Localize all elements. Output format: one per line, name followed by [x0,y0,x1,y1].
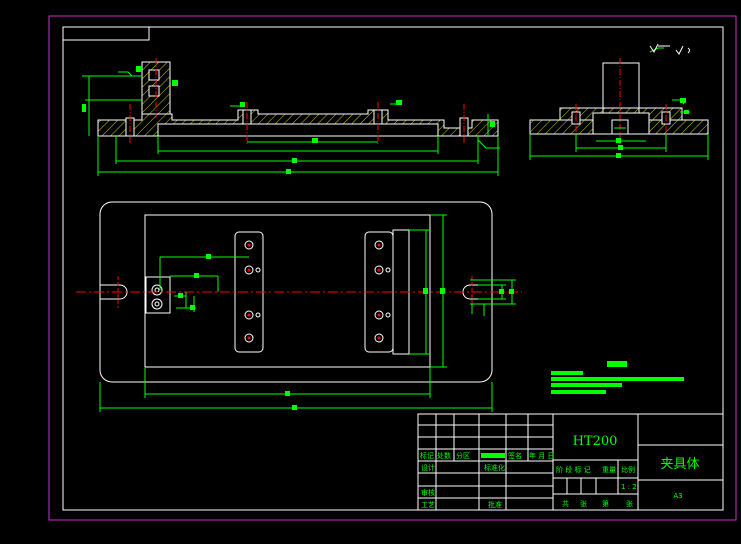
label-date: 年 月 日 [529,451,554,460]
label-signature: 签名 [508,451,522,460]
scale-value: 1 : 2 [621,483,637,491]
label-review: 审核 [421,488,435,497]
title-block-signature-fill [481,453,505,458]
side-view-dimensions [529,47,709,160]
label-sheet-word-2: 张 [626,499,633,508]
technical-notes [551,361,684,394]
label-design: 设计 [421,463,435,472]
side-view-dimension-marks [616,98,689,158]
drawing-frame [62,26,724,511]
drawing-number-box [62,26,150,41]
label-weight: 重量 [602,466,616,474]
front-view-dimension-marks [82,66,495,174]
label-sheet-word-1: 张 [580,499,587,508]
roughness-symbol-corner [649,43,690,55]
label-sheet-no: 第 [602,499,609,508]
label-stage-mark: 阶 段 标 记 [556,465,591,474]
title-block [417,413,724,511]
part-name-text: 夹具体 [660,457,699,472]
label-process: 工艺 [421,501,435,509]
label-zone: 分区 [456,451,470,460]
label-approve: 批准 [488,500,502,509]
sheet-size-text: A3 [673,492,682,500]
label-mark: 标记 [420,451,434,460]
label-count: 处数 [437,451,451,460]
label-standardize: 标准化 [484,463,505,472]
plan-view-dimension-marks [178,254,514,410]
material-text: HT200 [573,434,618,449]
label-scale: 比例 [621,465,635,474]
sheet-border [48,15,737,521]
plan-view-hole-centers [247,243,381,340]
plan-view-holes [244,240,391,343]
title-block-text: 标记 处数 分区 签名 年 月 日 设计 标准化 审核 工艺 批准 阶 段 标 … [420,451,637,509]
side-section-view [529,58,709,144]
label-sheets-total: 共 [562,499,569,508]
front-section-view [97,58,499,144]
